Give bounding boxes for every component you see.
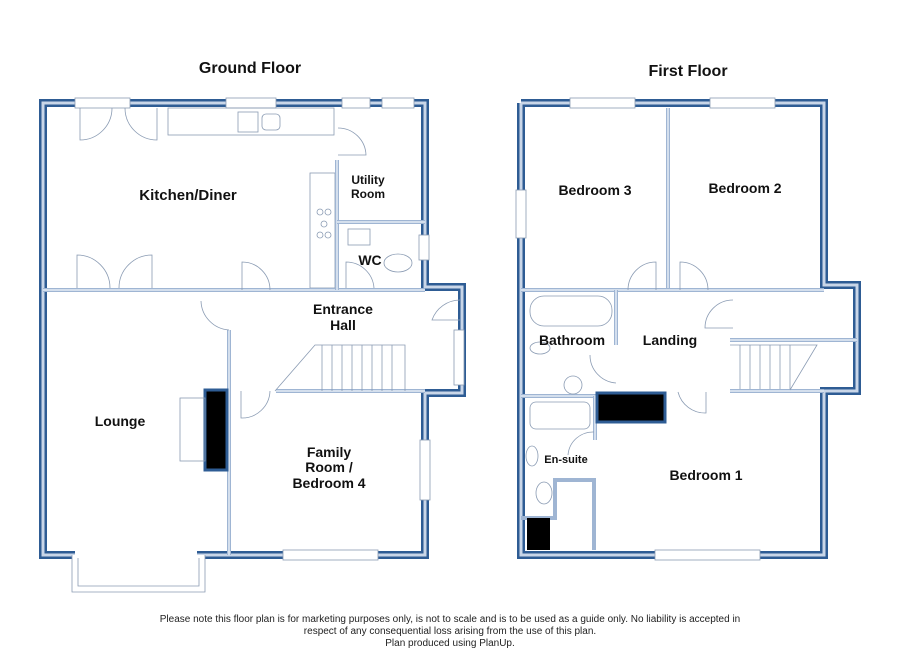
ground-floor-plan [39,97,466,593]
room-label-en-suite: En-suite [544,454,587,466]
room-label-kitchen-diner: Kitchen/Diner [139,187,237,204]
ground-floor-title: Ground Floor [198,60,302,77]
room-label-lounge: Lounge [95,413,146,429]
first-floor-plan [515,97,861,561]
room-label-bedroom-3: Bedroom 3 [558,182,631,198]
storage-cupboard [527,518,550,550]
disclaimer-line-1: Please note this floor plan is for marke… [159,614,741,625]
room-label-bathroom: Bathroom [539,332,605,348]
room-label-entrance-line1: Entrance [313,301,373,317]
room-label-family-line2: Room / [305,459,353,475]
room-label-utility-line2: Room [351,187,385,201]
disclaimer-footer: Please note this floor plan is for marke… [0,614,900,650]
room-label-entrance-line2: Hall [330,317,356,333]
room-labels: Kitchen/Diner Utility Room WC Entrance H… [95,173,782,491]
disclaimer-line-2: respect of any consequential loss arisin… [303,626,597,637]
disclaimer-line-3: Plan produced using PlanUp. [385,638,515,649]
room-label-family-line3: Bedroom 4 [292,475,365,491]
room-label-landing: Landing [643,332,697,348]
room-label-bedroom-1: Bedroom 1 [669,467,742,483]
first-floor-title: First Floor [648,63,728,80]
airing-cupboard [595,391,667,424]
room-label-wc: WC [358,252,381,268]
room-label-family-line1: Family [307,444,352,460]
chimney-breast [203,388,229,472]
room-label-bedroom-2: Bedroom 2 [708,180,781,196]
room-label-utility-line1: Utility [351,173,385,187]
